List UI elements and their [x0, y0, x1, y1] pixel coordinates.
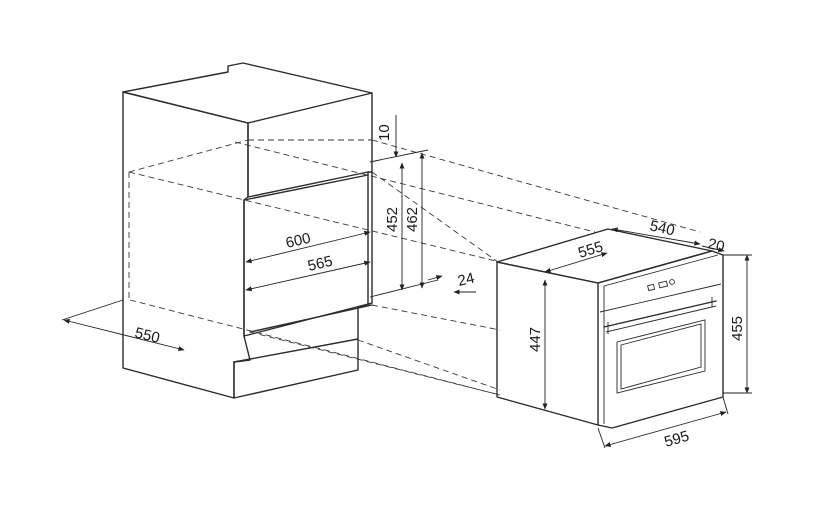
cabinet [122, 62, 373, 399]
dim-opening-width-outer: 600 [284, 230, 312, 252]
dim-front-panel-thickness: 20 [706, 235, 726, 255]
dimension-labels: 10 452 462 600 565 550 24 540 555 20 447… [133, 124, 746, 451]
projection-lines [128, 139, 701, 396]
dim-oven-body-height: 447 [527, 327, 544, 352]
dim-oven-depth-total: 540 [648, 217, 676, 239]
dim-oven-front-height: 455 [729, 316, 746, 341]
dim-side-clearance: 24 [456, 270, 476, 290]
dim-oven-body-width: 555 [576, 238, 605, 262]
dim-oven-front-width: 595 [662, 428, 691, 451]
dim-opening-width-inner: 565 [306, 253, 334, 275]
oven [496, 228, 724, 429]
dim-opening-height-inner: 452 [384, 207, 401, 232]
dim-gap-top: 10 [376, 124, 393, 141]
dim-cabinet-depth: 550 [133, 324, 161, 347]
dim-opening-height-outer: 462 [404, 207, 421, 232]
dimension-lines [61, 115, 752, 449]
